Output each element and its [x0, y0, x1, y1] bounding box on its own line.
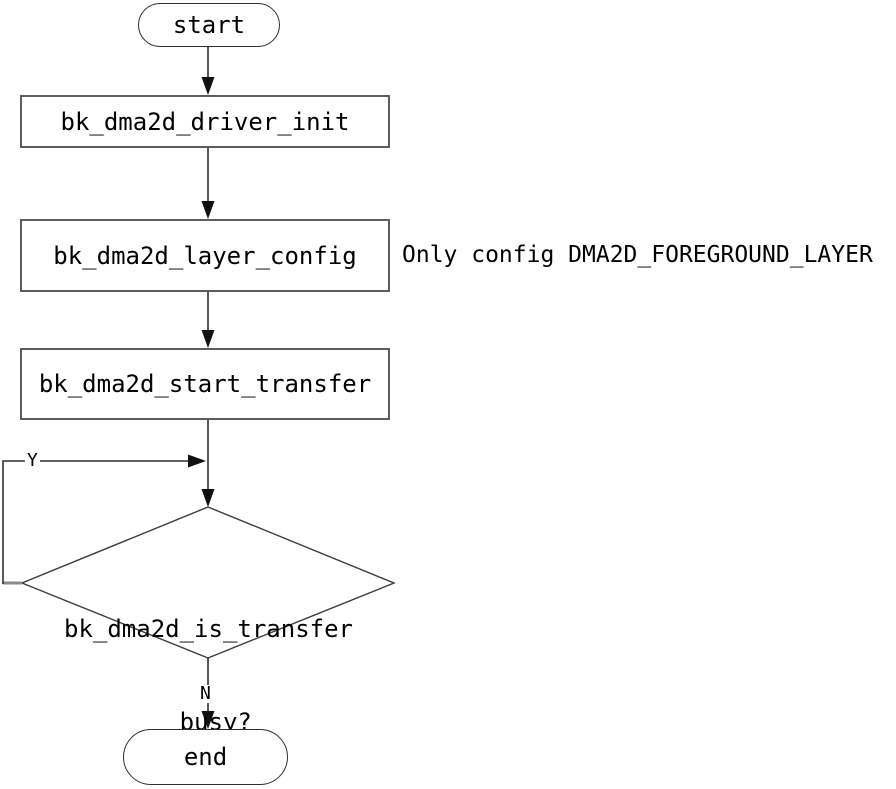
arrow-start-to-driver-init — [201, 47, 215, 95]
edge-label-yes: Y — [25, 450, 40, 471]
arrow-layer-config-to-start-transfer — [201, 292, 215, 348]
decision-node-label: bk_dma2d_is_transfer _busy? — [22, 552, 395, 789]
process-node-layer-config: bk_dma2d_layer_config — [20, 219, 390, 292]
decision-label-line1: bk_dma2d_is_transfer — [64, 615, 353, 643]
layer-config-annotation: Only config DMA2D_FOREGROUND_LAYER — [402, 242, 873, 268]
start-node: start — [138, 3, 280, 47]
arrow-driver-init-to-layer-config — [201, 148, 215, 219]
start-node-label: start — [172, 11, 246, 39]
process-node-start-transfer-label: bk_dma2d_start_transfer — [38, 370, 372, 398]
arrow-start-transfer-to-decision — [201, 420, 215, 507]
process-node-layer-config-label: bk_dma2d_layer_config — [53, 241, 357, 270]
process-node-driver-init-label: bk_dma2d_driver_init — [60, 107, 350, 136]
end-node: end — [123, 729, 288, 785]
process-node-start-transfer: bk_dma2d_start_transfer — [20, 348, 390, 420]
end-node-label: end — [183, 743, 228, 771]
process-node-driver-init: bk_dma2d_driver_init — [20, 95, 390, 148]
edge-label-no: N — [198, 683, 213, 704]
loop-back-arrow-yes — [2, 454, 206, 585]
